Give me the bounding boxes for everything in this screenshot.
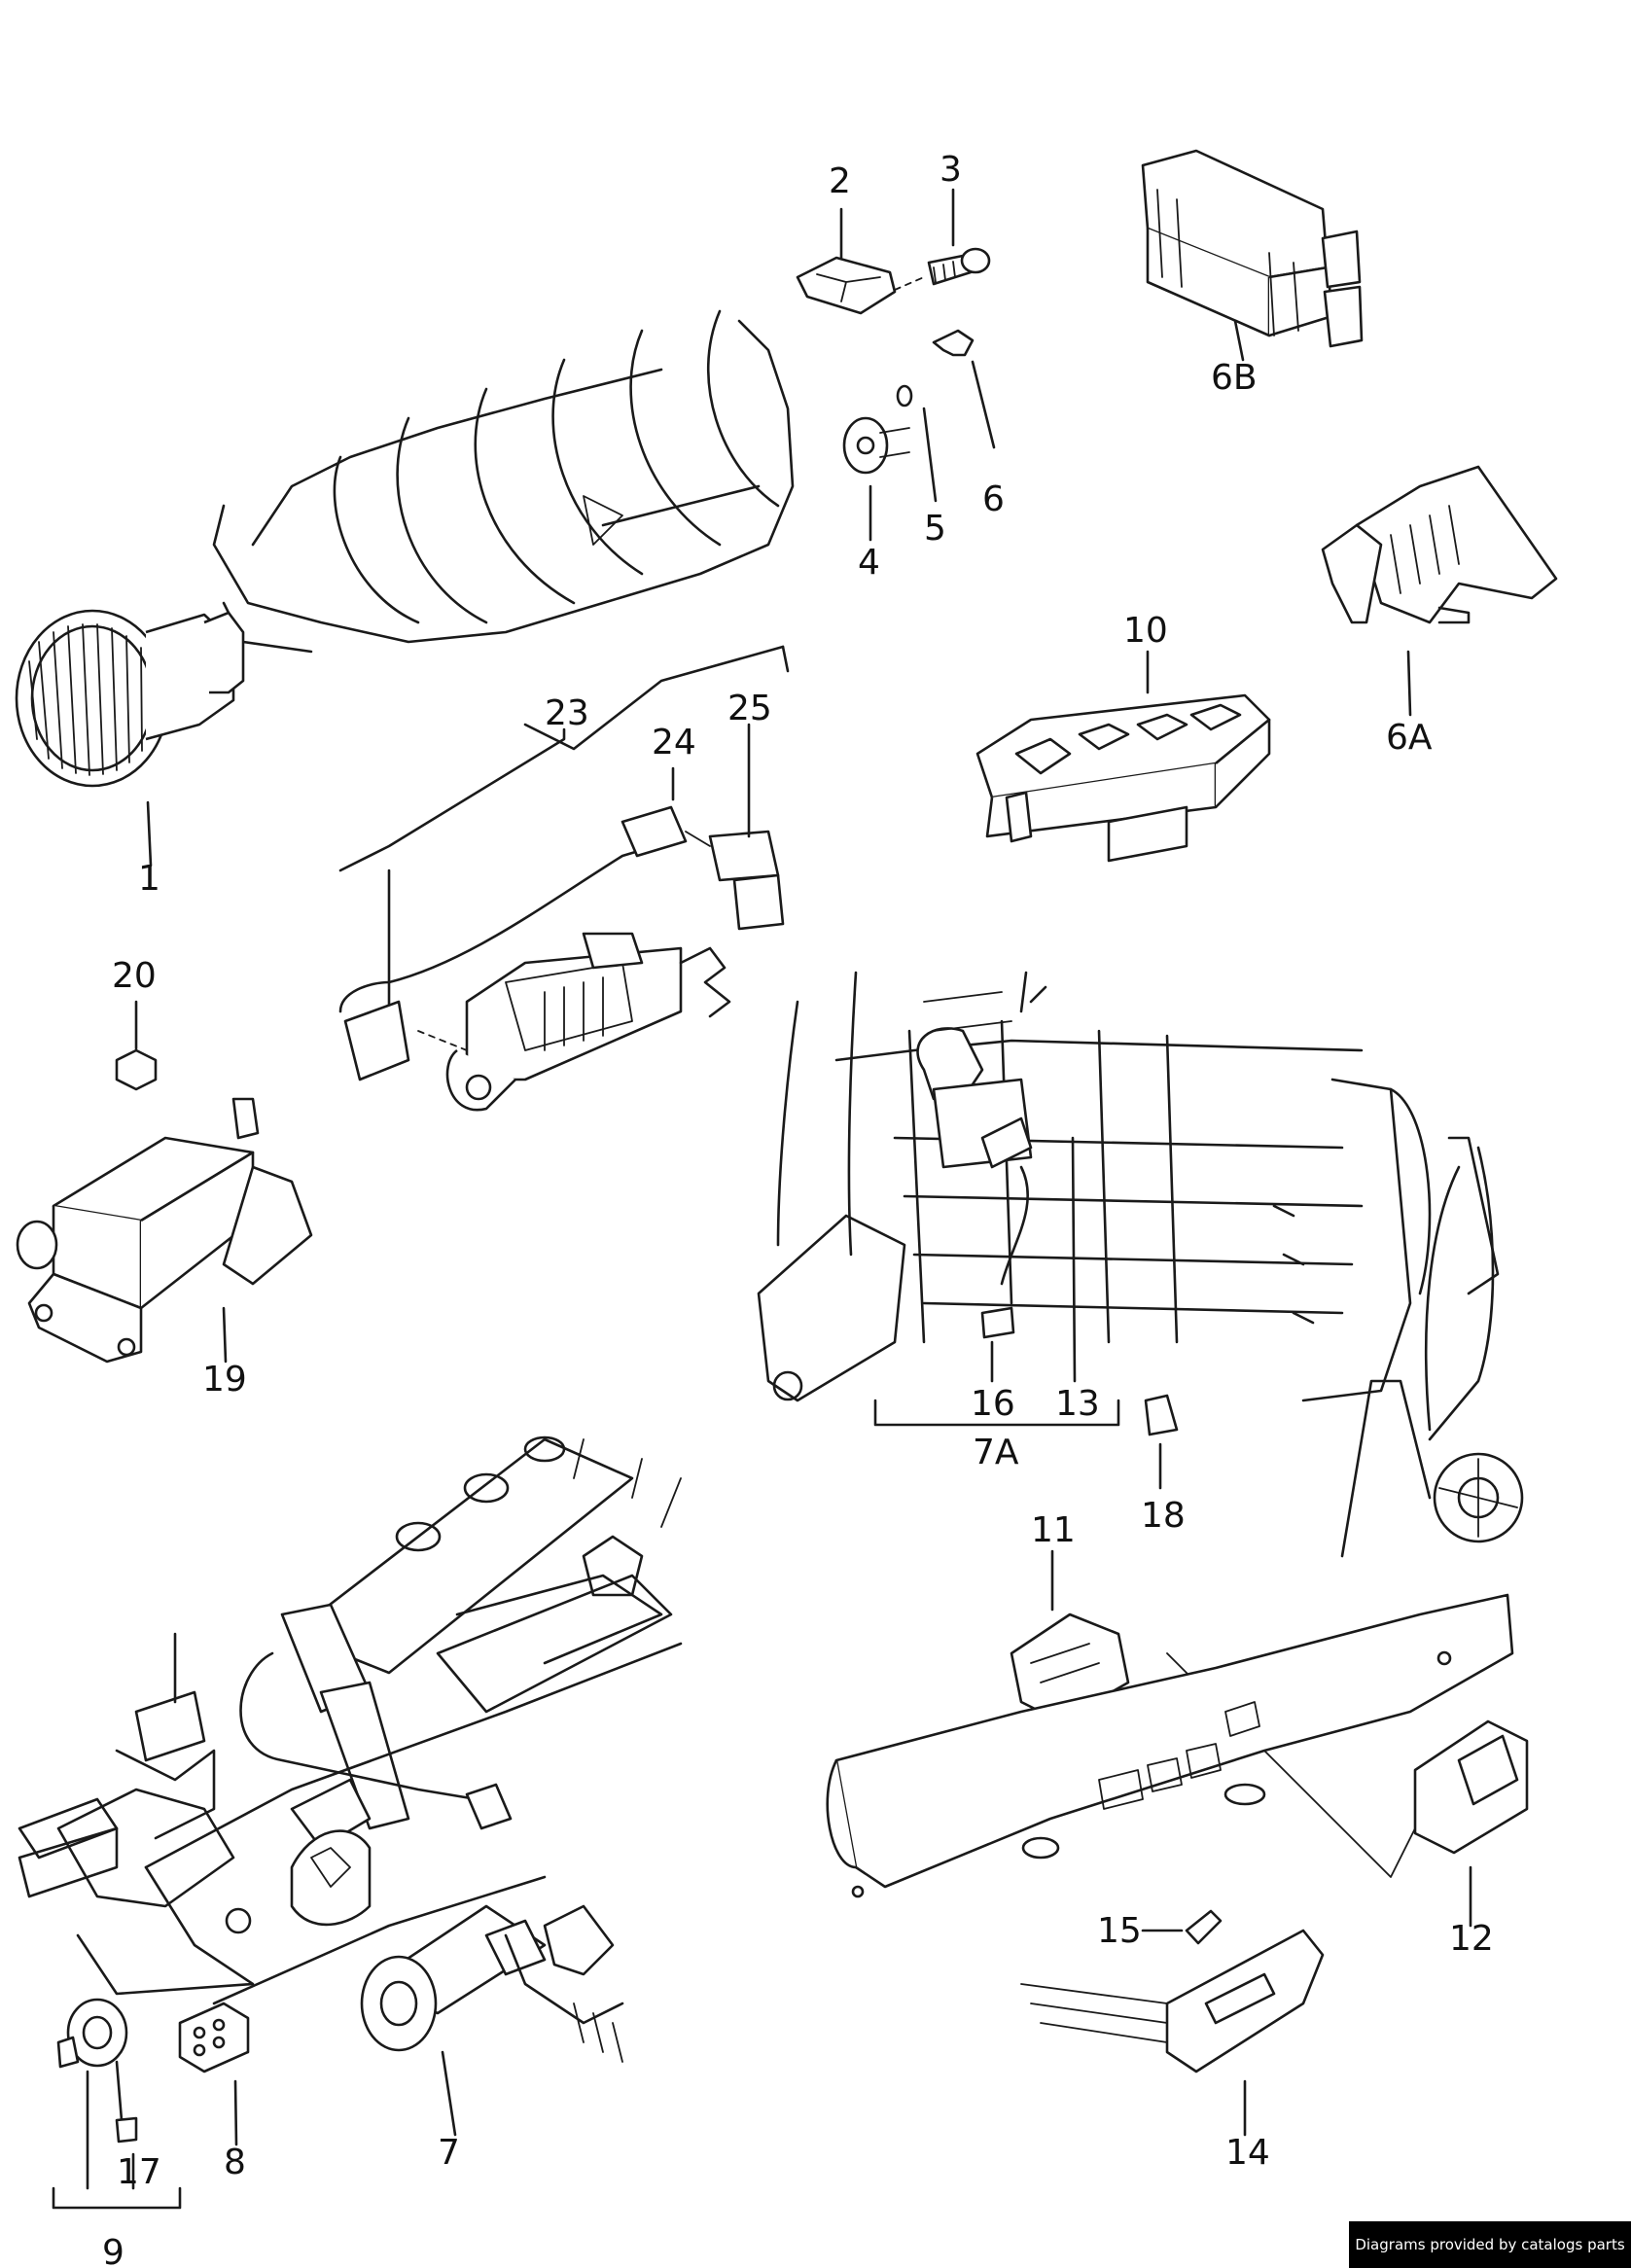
part-4-sensor bbox=[842, 416, 910, 542]
callout-24: 24 bbox=[652, 723, 696, 762]
callout-labels: 1 2 3 4 5 6 6B 6A 10 23 24 25 20 19 7A 1… bbox=[102, 150, 1494, 2268]
part-3-screw bbox=[894, 188, 991, 291]
part-8-connector bbox=[178, 2002, 250, 2146]
callout-14: 14 bbox=[1225, 2133, 1270, 2173]
callout-19: 19 bbox=[202, 1360, 247, 1400]
callout-17: 17 bbox=[117, 2152, 161, 2192]
part-18-clip bbox=[1144, 1394, 1179, 1490]
part-2-clip bbox=[796, 207, 897, 315]
part-6A-bracket bbox=[1321, 465, 1558, 717]
seat-back-frame bbox=[757, 971, 1524, 1558]
callout-13: 13 bbox=[1055, 1384, 1100, 1424]
part-6-clip bbox=[932, 329, 996, 449]
callout-23: 23 bbox=[545, 693, 589, 733]
blower-wheel bbox=[15, 609, 245, 868]
seat-side-trim bbox=[826, 1593, 1514, 1898]
callout-2: 2 bbox=[829, 161, 851, 201]
part-19-control-box bbox=[16, 1097, 313, 1364]
callout-4: 4 bbox=[858, 543, 880, 583]
part-10-switch-block bbox=[975, 650, 1271, 863]
callout-6B: 6B bbox=[1211, 358, 1258, 398]
blower-housing bbox=[212, 309, 795, 654]
part-6B-module bbox=[1141, 149, 1364, 362]
callout-7: 7 bbox=[438, 2133, 460, 2173]
part-5-washer bbox=[896, 384, 938, 503]
part-20-nut bbox=[115, 1000, 158, 1091]
callout-16: 16 bbox=[971, 1384, 1015, 1424]
callout-8: 8 bbox=[224, 2143, 246, 2182]
callout-5: 5 bbox=[924, 509, 946, 549]
callout-20: 20 bbox=[112, 956, 157, 996]
callout-12: 12 bbox=[1449, 1919, 1494, 1959]
callout-15: 15 bbox=[1097, 1911, 1142, 1951]
callout-6: 6 bbox=[982, 479, 1005, 519]
part-23-actuator bbox=[338, 645, 790, 1112]
callout-18: 18 bbox=[1141, 1496, 1186, 1536]
part-15-screw bbox=[1141, 1909, 1223, 1945]
callout-25: 25 bbox=[727, 689, 772, 728]
callout-10: 10 bbox=[1123, 611, 1168, 651]
callout-9: 9 bbox=[102, 2233, 124, 2268]
callout-1: 1 bbox=[138, 859, 160, 899]
part-14-handle bbox=[1020, 1929, 1325, 2137]
credit-banner: Diagrams provided by catalogs parts bbox=[1349, 2221, 1631, 2268]
callout-11: 11 bbox=[1031, 1510, 1076, 1550]
callout-6A: 6A bbox=[1386, 718, 1433, 758]
callout-7A: 7A bbox=[973, 1433, 1019, 1472]
part-17-sensor bbox=[52, 1998, 182, 2210]
part-12-switch bbox=[1166, 1652, 1529, 1928]
seat-base-frame bbox=[18, 1435, 683, 2137]
callout-3: 3 bbox=[940, 150, 962, 190]
